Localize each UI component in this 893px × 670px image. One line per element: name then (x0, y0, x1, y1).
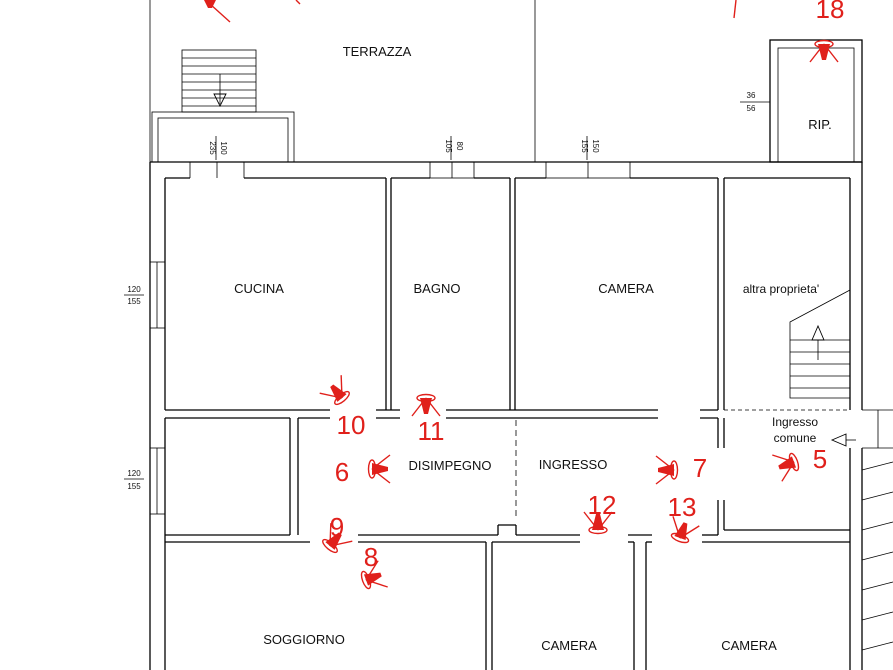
camera-marker-8: 8 (357, 542, 389, 596)
camera-number-7: 7 (693, 453, 707, 483)
room-label-camera-bottom-left: CAMERA (541, 638, 597, 653)
entrance-arrow-icon (830, 433, 847, 447)
room-label-cucina: CUCINA (234, 281, 284, 296)
room-labels: TERRAZZA CUCINA BAGNO CAMERA altra propr… (234, 44, 856, 653)
dim-left-window-b-bottom: 155 (127, 482, 141, 491)
room-label-bagno: BAGNO (414, 281, 461, 296)
room-label-ingresso: INGRESSO (539, 457, 608, 472)
dim-terrace-door-b: 235 (208, 141, 217, 155)
interior-walls (165, 161, 851, 670)
room-label-ingresso-comune-1: Ingresso (772, 415, 818, 429)
camera-number-5: 5 (813, 444, 827, 474)
dim-rip-top: 36 (747, 91, 756, 100)
dim-left-window-b-top: 120 (127, 469, 141, 478)
room-label-soggiorno: SOGGIORNO (263, 632, 345, 647)
camera-marker-7: 7 (655, 453, 707, 485)
camera-number-6: 6 (335, 457, 349, 487)
dim-bagno-window-a: 80 (455, 142, 464, 151)
dim-left-window-a-bottom: 155 (127, 297, 141, 306)
camera-marker-top-left (204, 0, 231, 23)
room-label-ingresso-comune-2: comune (774, 431, 817, 445)
dim-bagno-window-b: 105 (444, 139, 453, 153)
dim-terrace-door-a: 100 (219, 141, 228, 155)
room-label-disimpegno: DISIMPEGNO (408, 458, 491, 473)
camera-marker-top-mid (295, 0, 301, 5)
camera-marker-13: 13 (664, 492, 701, 547)
camera-marker-12: 12 (583, 490, 617, 535)
room-label-rip: RIP. (808, 117, 832, 132)
camera-marker-5: 5 (771, 444, 827, 483)
dim-left-window-a-top: 120 (127, 285, 141, 294)
outer-walls (149, 161, 893, 670)
camera-marker-11: 11 (411, 393, 445, 446)
camera-number-9: 9 (330, 512, 344, 542)
stair-arrow-icon (213, 93, 227, 108)
dim-camera-window-a: 150 (591, 139, 600, 153)
dim-camera-window-b: 155 (580, 139, 589, 153)
camera-number-12: 12 (588, 490, 617, 520)
camera-number-8: 8 (364, 542, 378, 572)
room-label-altra-proprieta: altra proprieta' (743, 282, 819, 296)
camera-number-10: 10 (337, 410, 366, 440)
terrace-walls (149, 0, 863, 163)
camera-marker-18: 18 (809, 0, 845, 63)
dimension-labels: 120 155 120 155 100 235 80 105 150 155 3… (124, 91, 756, 491)
camera-number-18: 18 (816, 0, 845, 24)
camera-marker-9: 9 (316, 512, 353, 559)
room-label-camera-bottom-right: CAMERA (721, 638, 777, 653)
room-label-camera-top: CAMERA (598, 281, 654, 296)
camera-marker-top-right (733, 0, 737, 19)
room-label-terrazza: TERRAZZA (343, 44, 412, 59)
camera-marker-10: 10 (319, 374, 366, 440)
camera-marker-6: 6 (335, 454, 391, 487)
dim-rip-bottom: 56 (747, 104, 756, 113)
camera-number-11: 11 (418, 416, 445, 446)
stair-up-arrow-icon (811, 324, 825, 341)
camera-number-13: 13 (668, 492, 697, 522)
